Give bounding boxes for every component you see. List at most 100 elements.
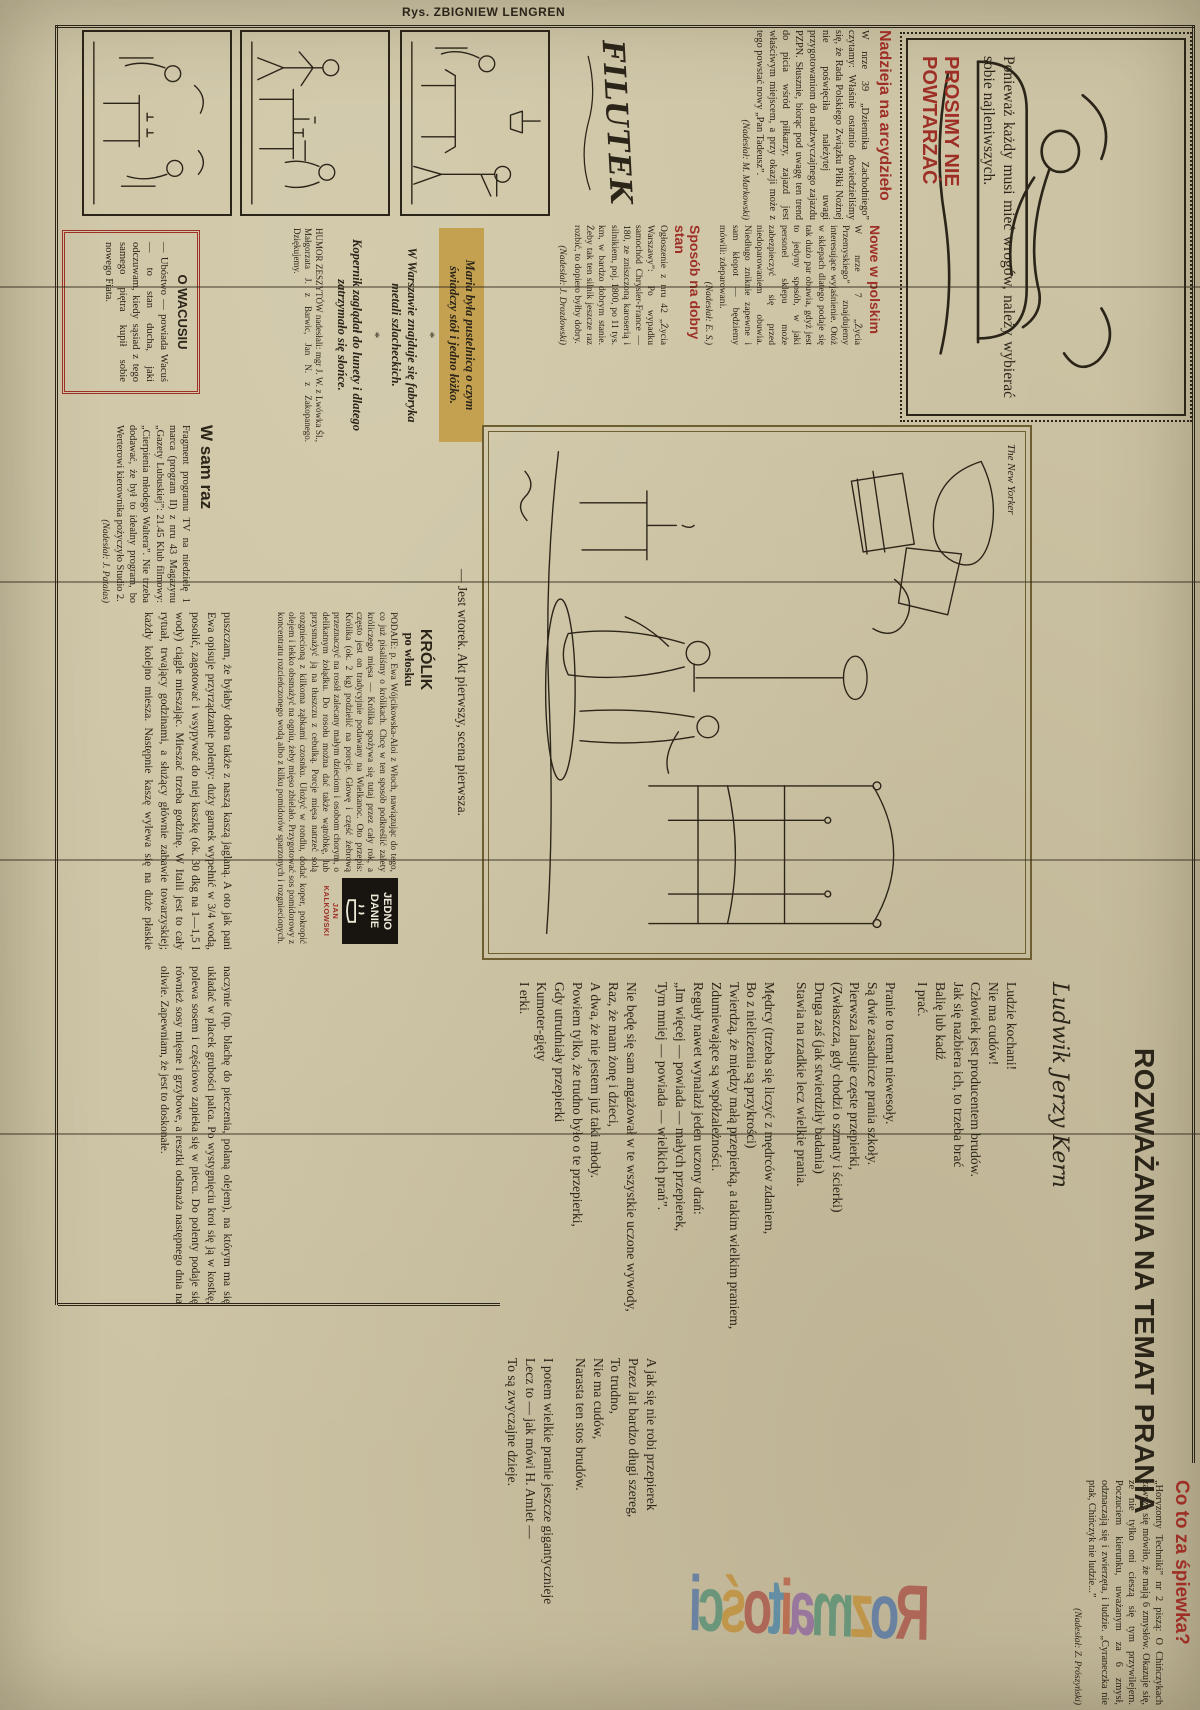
separator-asterisk: * [368,331,384,339]
ghost-logo-letter: z [853,1565,875,1655]
poem-stanza: I potem wielkie pranie jeszcze gigantycz… [504,1358,557,1648]
ghost-logo-letter: t [771,1561,785,1651]
poem-line: Reguły nawet wynalazł jeden uczony drań: [691,982,706,1215]
filutek-logo: FILUTEK [556,30,648,216]
ghost-logo-letter: a [792,1562,817,1652]
recipe-subtitle: po włosku [402,632,416,687]
poem-line: To trudno, [608,1358,624,1415]
fold-line [0,581,1200,583]
poem-line: Pierwsza lansuje częste przepierki, [847,982,863,1171]
poem-line: I potem wielkie pranie jeszcze gigantycz… [540,1358,556,1605]
poem-line: Przez lat bardzo długi szereg, [626,1358,642,1518]
ghost-logo-letter: R [898,1567,931,1657]
humor-item: W Warszawie znajduje się fabryka metali … [389,247,419,423]
poem-line: Mędrcy (trzeba się liczyć z mędrców zdan… [762,982,778,1235]
motto-body: Ponieważ każdy musi mieć wrogów, należy … [980,56,1018,398]
article-cred: (Nadesłał: J. Drozdowski) [557,245,568,345]
article-spiewka: Co to za śpiewka? „Horyzonty Techniki” n… [1017,1480,1192,1705]
article-title: W sam raz [197,425,216,510]
poem-line: Ludzie kochani! [1004,982,1019,1071]
poem-stanza: Mędrcy (trzeba się liczyć z mędrców zdan… [654,982,779,1462]
lazy-figure-sketch [938,60,1112,369]
humor-item: Maria była pustelnicą o czym świadczy st… [438,228,484,442]
poem-line: Nie ma cudów, [590,1358,606,1440]
ghost-logo-letter: i [783,1562,794,1651]
article-wsamraz: W sam raz Fragment programu TV na niedzi… [60,425,216,603]
comic-panel-drawing-3 [93,41,205,205]
wacus-box: O WACUSIU — Ubóstwo — powiada Wacuś — to… [62,230,200,394]
fold-line [0,859,1200,861]
article-title: Co to za śpiewka? [1171,1480,1192,1645]
ghost-logo-letter: o [746,1560,774,1650]
article-body: W nrze 39 „Dziennika Zachodniego” czytam… [753,30,871,220]
recipe-body-2: puszczam, że byłaby dobra także z naszą … [141,612,233,1304]
poem-line: Bo z nieliczenia są przykrości) [744,982,760,1149]
poem-line: Balię lub kadź [932,982,948,1060]
jedno-danie-logo: JEDNO DANIE JAN KALKOWSKI [321,878,398,944]
comic-panel-drawing-1 [411,41,541,205]
poem-line: Pranie to temat niewesoły. [883,982,899,1125]
ghost-logo-letter: i [692,1558,703,1647]
poem-line: A jak się nie robi przepierek [644,1358,659,1511]
poem-line: Twierdzą, że między małą przepierką, a t… [726,982,742,1330]
wacus-title: O WACUSIU [175,274,190,350]
comic-panel-drawing-2 [251,41,340,205]
cartoon-caption: — Jest wtorek. Akt pierwszy, scena pierw… [455,569,470,816]
poem-line: Druga zaś (jak stwierdziły badania) [811,982,827,1174]
article-cred: (Nadesłał: J. Patalas) [99,519,110,603]
ghost-logo-letter: o [873,1566,901,1656]
article-title: Nowe w polskim [867,225,882,334]
humor-item: Kopernik zaglądał do lunety i dlatego za… [334,238,365,432]
jedno-line1: JEDNO [381,892,393,930]
motto-box: Ponieważ każdy musi mieć wrogów, należy … [901,29,1191,425]
separator-asterisk: * [422,331,438,339]
cartoon-source: The New Yorker [1005,444,1017,515]
article-body: Fragment programu TV na niedzielę 1 marc… [114,425,191,603]
ghost-logo-letter: m [815,1563,856,1654]
cartoon-frame: The New Yorker [482,425,1032,960]
article-body: Ogłoszenie z nru 42 „Życia Warszawy”: Po… [571,225,669,345]
poem-line: Stawia na rzadkie lecz wielkie prania. [794,982,810,1187]
article-body: „Horyzonty Techniki” nr 2 piszą: O Chińc… [1086,1480,1164,1705]
filutek-flourish [583,55,594,191]
ghost-logo-letter: c [701,1558,726,1648]
poem-line: Jak się nazbiera ich, to trzeba brać [950,982,966,1168]
poem-line: Zdumiewające są współzależności. [708,982,724,1172]
motto-title: PROSIMY NIE POWTARZAĆ [918,56,962,187]
recipe-body-1: JEDNO DANIE JAN KALKOWSKI PODAJE: p. Ewa… [276,612,398,944]
filutek-logo-text: FILUTEK [594,39,639,207]
poem-line: (Zwłaszcza, gdy chodzi o szmaty i ścierk… [829,982,845,1213]
article-cred: (Nadesłał: Z. Prószyński) [1071,1608,1082,1705]
poem-line: Nie ma cudów! [986,982,1002,1066]
comic-panel-1 [400,30,550,216]
humor-credit: HUMOR ZESZYTÓW nadesłali: mgr J. W. z Lw… [291,228,325,442]
article-nowe: Nowe w polskim W nrze 7 „Życia Przemyski… [704,225,882,345]
page-frame-line [55,25,58,1305]
article-nadzieja: Nadzieja na arcydzieło W nrze 39 „Dzienn… [640,30,892,220]
recipe-heading: KRÓLIK po włosku [401,612,434,707]
article-body: W nrze 7 „Życia Przemyskiego” znajdujemy… [717,225,864,345]
wacus-body: — Ubóstwo — powiada Wacuś — to stan duch… [102,242,169,382]
cartoon-inner-frame: The New Yorker [488,431,1026,954]
humor-zeszytow: Maria była pustelnicą o czym świadczy st… [236,228,484,442]
article-title: Sposób na dobry stan [672,225,702,340]
recipe-title: KRÓLIK [417,628,434,691]
poem-line: Człowiek jest producentem brudów. [968,982,984,1177]
humor-items: Maria była pustelnicą o czym świadczy st… [330,228,484,442]
strip-artist-credit: Rys. ZBIGNIEW LENGREN [402,5,566,19]
poem-line: I prać. [914,982,930,1017]
poem-line: To są zwyczajne dzieje. [505,1358,521,1486]
poem-line: Są dwie zasadnicze prania szkoły. [865,982,881,1166]
poem-line: Lecz to — jak mówi H. Amlet — [523,1358,539,1539]
article-cred: (Nadesłał: M. Markowski) [739,119,750,220]
poem-line: Narasta ten stos brudów. [572,1358,588,1491]
pot-icon [345,899,365,923]
jedno-author: JAN KALKOWSKI [321,885,340,937]
article-cred: (Nadesłał: E. S.) [704,281,714,345]
poem-stanza: Pranie to temat niewesoły.Są dwie zasadn… [792,982,899,1462]
